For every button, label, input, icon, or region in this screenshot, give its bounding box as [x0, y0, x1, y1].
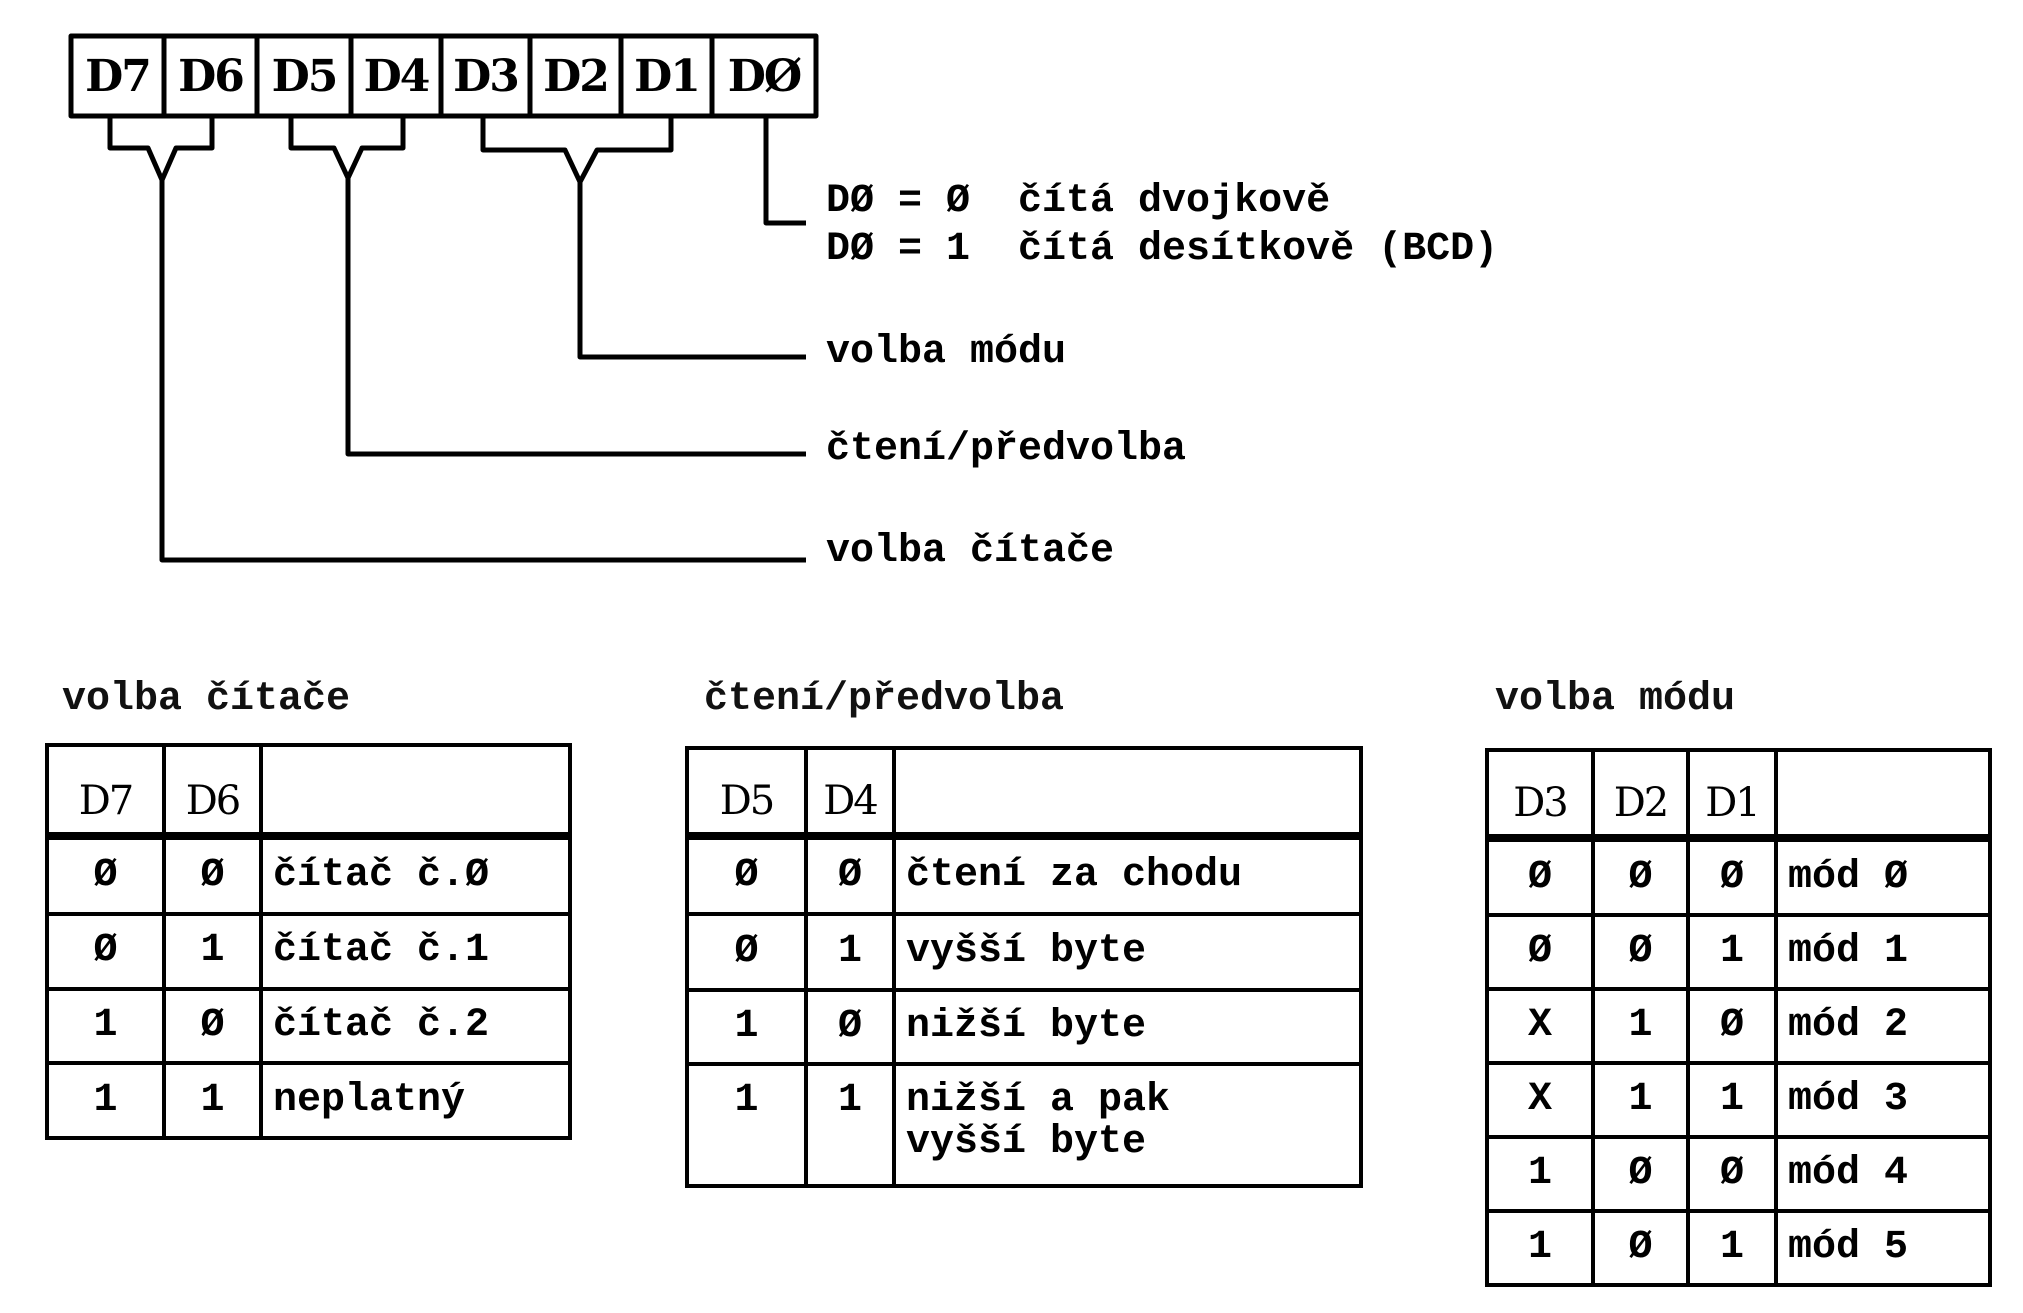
register-bit-d3: D3	[453, 50, 520, 102]
header-d7: D7	[45, 743, 166, 840]
table-row: 1 1 neplatný	[45, 1061, 572, 1140]
cell-description: nižší byte	[892, 988, 1363, 1066]
cell-d1: Ø	[1686, 1135, 1778, 1213]
mode-select-label: volba módu	[826, 330, 1067, 375]
cell-description: čítač č.1	[259, 911, 572, 991]
register-bit-d0: DØ	[727, 50, 802, 102]
counter-select-table: D7 D6 Ø Ø čítač č.Ø Ø 1 čítač č.1 1 Ø čí…	[45, 743, 572, 1140]
cell-d6: Ø	[162, 986, 263, 1066]
cell-d4: 1	[804, 912, 896, 992]
cell-d1: 1	[1686, 913, 1778, 992]
table-header-row: D5 D4	[685, 746, 1363, 840]
cell-d2: Ø	[1591, 913, 1690, 992]
table-row: Ø 1 vyšší byte	[685, 912, 1363, 992]
cell-d7: Ø	[45, 834, 166, 916]
cell-d2: 1	[1591, 1061, 1690, 1140]
cell-mode: mód 3	[1774, 1061, 1992, 1140]
table-header-row: D7 D6	[45, 743, 572, 840]
register-bit-d6: D6	[178, 50, 245, 102]
d0-binary-label: DØ = Ø čítá dvojkově	[826, 179, 1331, 224]
header-description	[892, 746, 1363, 840]
bracket-mode-select	[480, 116, 806, 360]
header-description	[1774, 748, 1992, 842]
table-row: 1 Ø 1 mód 5	[1485, 1208, 1992, 1288]
header-d2: D2	[1591, 748, 1690, 842]
table-row: 1 Ø Ø mód 4	[1485, 1135, 1992, 1213]
bracket-counter-select	[107, 116, 806, 563]
table-row: X 1 Ø mód 2	[1485, 987, 1992, 1066]
header-d3: D3	[1485, 748, 1595, 842]
read-load-label: čtení/předvolba	[826, 427, 1187, 472]
mode-select-table: D3 D2 D1 Ø Ø Ø mód Ø Ø Ø 1 mód 1 X 1 Ø m…	[1485, 748, 1992, 1288]
counter-select-label: volba čítače	[826, 529, 1115, 574]
cell-d6: 1	[162, 1061, 263, 1140]
cell-d2: Ø	[1591, 1208, 1690, 1288]
cell-d3: 1	[1485, 1208, 1595, 1288]
cell-description: čtení za chodu	[892, 834, 1363, 916]
cell-mode: mód 2	[1774, 987, 1992, 1066]
mode-table-title: volba módu	[1495, 677, 1736, 722]
header-d6: D6	[162, 743, 263, 840]
cell-description: nižší a pak vyšší byte	[892, 1062, 1363, 1188]
cell-d3: X	[1485, 1061, 1595, 1140]
cell-d1: Ø	[1686, 835, 1778, 918]
counter-table-title: volba čítače	[62, 677, 351, 722]
table-row: 1 1 nižší a pak vyšší byte	[685, 1062, 1363, 1188]
cell-d1: Ø	[1686, 987, 1778, 1066]
cell-mode: mód Ø	[1774, 835, 1992, 918]
table-row: X 1 1 mód 3	[1485, 1061, 1992, 1140]
header-d5: D5	[685, 746, 808, 840]
cell-mode: mód 4	[1774, 1135, 1992, 1213]
cell-d1: 1	[1686, 1061, 1778, 1140]
register-bit-d7: D7	[85, 50, 152, 102]
read-load-table-title: čtení/předvolba	[704, 677, 1065, 722]
bracket-read-load	[288, 116, 806, 457]
cell-d6: 1	[162, 911, 263, 991]
cell-d5: Ø	[685, 912, 808, 992]
register-bit-d1: D1	[634, 50, 701, 102]
register-bit-d4: D4	[363, 50, 431, 102]
header-description	[259, 743, 572, 840]
cell-d4: Ø	[804, 988, 896, 1066]
cell-description: čítač č.Ø	[259, 834, 572, 916]
register-bit-d2: D2	[543, 50, 610, 102]
table-row: Ø Ø 1 mód 1	[1485, 913, 1992, 992]
table-row: 1 Ø nižší byte	[685, 988, 1363, 1066]
cell-d2: Ø	[1591, 1135, 1690, 1213]
table-row: Ø Ø čítač č.Ø	[45, 834, 572, 916]
connector-d0	[763, 116, 806, 226]
d0-bcd-label: DØ = 1 čítá desítkově (BCD)	[826, 227, 1499, 272]
cell-d4: Ø	[804, 834, 896, 916]
header-d4: D4	[804, 746, 896, 840]
cell-d5: 1	[685, 1062, 808, 1188]
header-d1: D1	[1686, 748, 1778, 842]
cell-d3: Ø	[1485, 835, 1595, 918]
cell-d7: 1	[45, 986, 166, 1066]
read-load-table: D5 D4 Ø Ø čtení za chodu Ø 1 vyšší byte …	[685, 746, 1363, 1188]
table-header-row: D3 D2 D1	[1485, 748, 1992, 842]
cell-d2: Ø	[1591, 835, 1690, 918]
cell-d6: Ø	[162, 834, 263, 916]
cell-d3: Ø	[1485, 913, 1595, 992]
table-row: Ø Ø Ø mód Ø	[1485, 835, 1992, 918]
cell-description: neplatný	[259, 1061, 572, 1140]
register-bit-d5: D5	[271, 50, 339, 102]
cell-d1: 1	[1686, 1208, 1778, 1288]
cell-d7: 1	[45, 1061, 166, 1140]
register-dividers	[161, 36, 715, 116]
cell-mode: mód 5	[1774, 1208, 1992, 1288]
table-row: Ø Ø čtení za chodu	[685, 834, 1363, 916]
cell-d3: 1	[1485, 1135, 1595, 1213]
cell-d2: 1	[1591, 987, 1690, 1066]
cell-d5: Ø	[685, 834, 808, 916]
cell-d3: X	[1485, 987, 1595, 1066]
table-row: 1 Ø čítač č.2	[45, 986, 572, 1066]
cell-d5: 1	[685, 988, 808, 1066]
cell-d7: Ø	[45, 911, 166, 991]
table-row: Ø 1 čítač č.1	[45, 911, 572, 991]
cell-description: čítač č.2	[259, 986, 572, 1066]
cell-d4: 1	[804, 1062, 896, 1188]
cell-description: vyšší byte	[892, 912, 1363, 992]
cell-mode: mód 1	[1774, 913, 1992, 992]
